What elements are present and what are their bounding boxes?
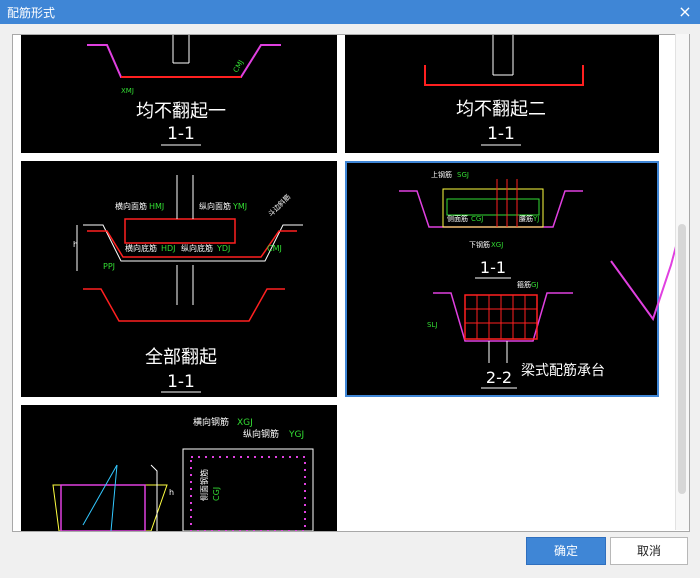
tile-no-bend-1[interactable]: XMJ CMJ 均不翻起一 1-1 <box>21 35 337 153</box>
tile-beam-cap[interactable]: 上钢筋 SGJ 侧面筋 CGJ 腰筋 YJ 下钢筋 XGJ 1-1 箍筋 GJ … <box>345 161 659 397</box>
svg-text:CGJ: CGJ <box>471 215 483 223</box>
tile-no-bend-1-drawing: XMJ CMJ 均不翻起一 1-1 <box>87 35 281 146</box>
bottom-strip <box>0 568 700 578</box>
svg-text:SLJ: SLJ <box>427 321 437 329</box>
section-label-a: 1-1 <box>480 258 506 277</box>
svg-text:YJ: YJ <box>532 215 539 223</box>
cancel-button[interactable]: 取消 <box>610 537 688 565</box>
label-bot-v: 纵向底筋 <box>181 243 213 253</box>
vertical-scrollbar[interactable] <box>675 34 689 530</box>
svg-text:横向钢筋: 横向钢筋 <box>193 416 229 428</box>
section-label-b: 2-2 <box>486 368 512 387</box>
annotation-check-icon <box>610 234 679 322</box>
svg-text:斗边斜筋: 斗边斜筋 <box>266 192 292 218</box>
svg-text:h: h <box>169 488 174 497</box>
caption: 全部翻起 <box>145 347 217 368</box>
svg-text:纵向钢筋: 纵向钢筋 <box>243 428 279 440</box>
tile-no-bend-2-drawing: 均不翻起二 1-1 <box>424 35 584 146</box>
tile-column-cap[interactable]: 横向钢筋 XGJ 纵向钢筋 YGJ 侧面钢筋 CGJ h <box>21 405 337 531</box>
svg-text:GJ: GJ <box>531 281 539 289</box>
svg-text:XGJ: XGJ <box>491 241 503 249</box>
svg-text:侧面钢筋: 侧面钢筋 <box>199 469 209 501</box>
svg-text:XGJ: XGJ <box>237 418 253 428</box>
tile-all-bend[interactable]: 横向面筋 HMJ 纵向面筋 YMJ 横向底筋 HDJ 纵向底筋 YDJ CMJ … <box>21 161 337 397</box>
section-label: 1-1 <box>167 372 195 392</box>
svg-text:箍筋: 箍筋 <box>517 280 531 289</box>
caption: 梁式配筋承台 <box>521 362 605 379</box>
svg-text:YDJ: YDJ <box>216 244 230 253</box>
label-bot-h: 横向底筋 <box>125 243 157 253</box>
ok-button[interactable]: 确定 <box>526 537 606 565</box>
close-icon[interactable]: × <box>678 2 692 21</box>
svg-text:侧面筋: 侧面筋 <box>447 214 468 223</box>
style-gallery: XMJ CMJ 均不翻起一 1-1 均不翻起二 1-1 横向面筋 HMJ <box>12 34 690 532</box>
svg-text:SGJ: SGJ <box>457 171 469 179</box>
svg-text:h: h <box>73 240 78 249</box>
section-label: 1-1 <box>487 124 515 144</box>
svg-text:腰筋: 腰筋 <box>519 214 533 223</box>
tile-beam-cap-drawing: 上钢筋 SGJ 侧面筋 CGJ 腰筋 YJ 下钢筋 XGJ 1-1 箍筋 GJ … <box>399 170 605 389</box>
tile-column-cap-drawing: 横向钢筋 XGJ 纵向钢筋 YGJ 侧面钢筋 CGJ h <box>52 416 314 531</box>
window-title: 配筋形式 <box>7 6 56 20</box>
label-top-h: 横向面筋 <box>115 201 147 211</box>
tile-all-bend-drawing: 横向面筋 HMJ 纵向面筋 YMJ 横向底筋 HDJ 纵向底筋 YDJ CMJ … <box>73 175 303 393</box>
svg-text:下钢筋: 下钢筋 <box>469 240 490 249</box>
caption: 均不翻起二 <box>456 99 546 120</box>
svg-text:XMJ: XMJ <box>121 87 134 95</box>
svg-text:YMJ: YMJ <box>232 202 247 211</box>
label-top-v: 纵向面筋 <box>199 201 231 211</box>
scrollbar-thumb[interactable] <box>678 224 686 494</box>
svg-text:YGJ: YGJ <box>288 430 304 440</box>
svg-text:HDJ: HDJ <box>161 244 176 253</box>
svg-text:上钢筋: 上钢筋 <box>431 170 452 179</box>
svg-text:PPJ: PPJ <box>103 262 115 271</box>
tile-no-bend-2[interactable]: 均不翻起二 1-1 <box>345 35 659 153</box>
title-bar: 配筋形式 × <box>0 0 700 24</box>
svg-text:HMJ: HMJ <box>149 202 164 211</box>
caption: 均不翻起一 <box>136 101 226 122</box>
section-label: 1-1 <box>167 124 195 144</box>
svg-text:CMJ: CMJ <box>267 244 282 253</box>
svg-text:CGJ: CGJ <box>212 487 221 501</box>
